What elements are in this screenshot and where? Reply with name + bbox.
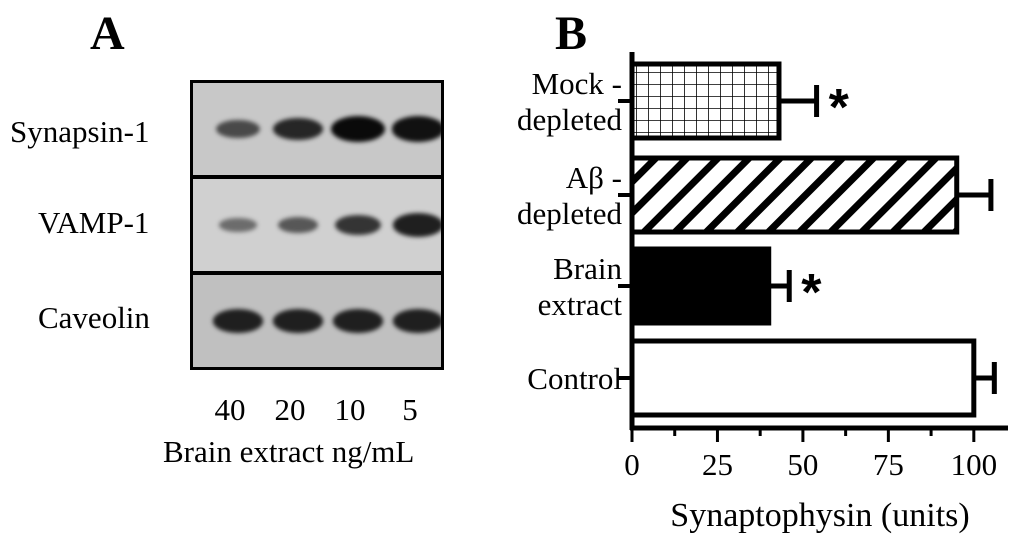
blot-band	[392, 213, 441, 237]
significance-marker: *	[829, 79, 850, 137]
blot-band	[392, 309, 441, 333]
blot-xlabel: Brain extract ng/mL	[163, 434, 415, 469]
blot-band	[277, 216, 319, 234]
x-tick-label: 0	[624, 447, 640, 482]
western-blot-synapsin	[190, 80, 444, 178]
significance-marker: *	[801, 264, 822, 322]
lane-label-10: 10	[334, 392, 366, 427]
blot-band	[331, 116, 385, 142]
lane-label-20: 20	[274, 392, 306, 427]
lane-label-40: 40	[214, 392, 246, 427]
bar	[629, 61, 782, 141]
blot-band	[334, 214, 382, 236]
blot-band	[273, 117, 323, 141]
blot-label-synapsin: Synapsin-1	[10, 114, 150, 149]
y-tick-label: Brain	[553, 251, 622, 286]
blot-label-vamp: VAMP-1	[38, 205, 150, 240]
y-tick-label: Mock -	[532, 66, 622, 101]
y-tick-label: Aβ -	[566, 160, 622, 195]
blot-band	[212, 309, 264, 333]
x-tick-label: 25	[702, 447, 733, 482]
bar	[629, 155, 960, 235]
blot-band	[219, 218, 257, 232]
blot-band	[272, 309, 324, 333]
bar	[629, 338, 977, 418]
y-tick-label: depleted	[517, 102, 623, 137]
x-axis-label: Synaptophysin (units)	[670, 497, 969, 534]
western-blot-caveolin	[190, 272, 444, 370]
y-tick-label: extract	[538, 287, 623, 322]
y-tick-label: depleted	[517, 196, 623, 231]
panel-b-letter: B	[555, 7, 588, 60]
x-tick-label: 50	[787, 447, 818, 482]
lane-label-5: 5	[402, 392, 418, 427]
x-tick-label: 75	[873, 447, 904, 482]
bar	[629, 246, 772, 326]
blot-band	[391, 116, 441, 142]
panel-a-letter: A	[90, 7, 125, 60]
x-tick-label: 100	[951, 447, 998, 482]
blot-label-caveolin: Caveolin	[38, 300, 150, 335]
blot-band	[216, 120, 260, 138]
blot-band	[332, 309, 384, 333]
y-tick-label: Control	[527, 361, 622, 396]
